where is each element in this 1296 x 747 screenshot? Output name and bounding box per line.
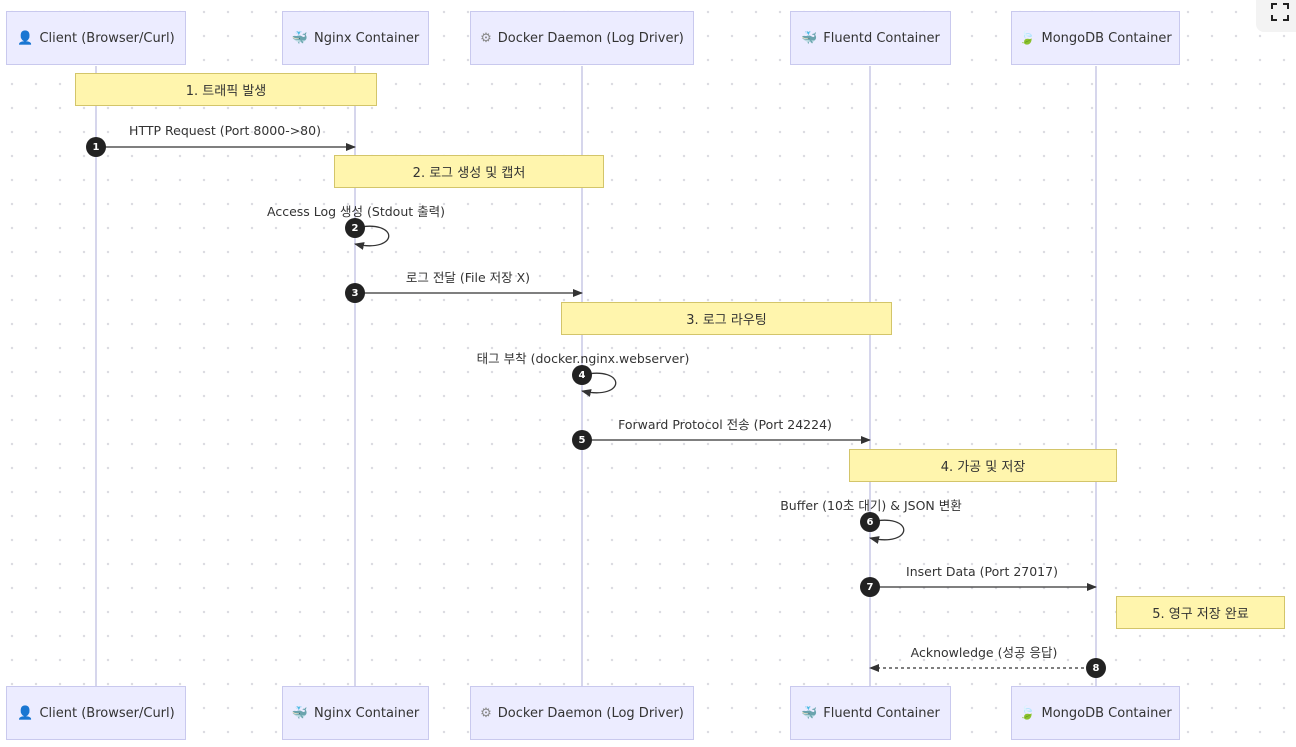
sequence-number-badge: 8	[1086, 658, 1106, 678]
sequence-number-badge: 6	[860, 512, 880, 532]
whale-icon: 🐳	[291, 705, 308, 721]
participant-docker-top: ⚙ Docker Daemon (Log Driver)	[470, 11, 694, 65]
participant-label: MongoDB Container	[1041, 705, 1172, 721]
participant-docker-bottom: ⚙ Docker Daemon (Log Driver)	[470, 686, 694, 740]
message-label: 로그 전달 (File 저장 X)	[405, 270, 531, 285]
participant-fluentd-bottom: 🐳 Fluentd Container	[790, 686, 951, 740]
participant-label: MongoDB Container	[1041, 30, 1172, 46]
message-label: Insert Data (Port 27017)	[906, 564, 1058, 579]
participant-client-top: 👤 Client (Browser/Curl)	[6, 11, 186, 65]
participant-label: Fluentd Container	[823, 30, 940, 46]
participant-label: Docker Daemon (Log Driver)	[497, 30, 684, 46]
sequence-number-badge: 3	[345, 283, 365, 303]
message-arrow-6	[869, 519, 905, 544]
message-label: Forward Protocol 전송 (Port 24224)	[618, 417, 832, 432]
leaf-icon: 🍃	[1019, 705, 1036, 721]
participant-mongodb-top: 🍃 MongoDB Container	[1011, 11, 1180, 65]
message-label: Buffer (10초 대기) & JSON 변환	[780, 498, 962, 513]
whale-icon: 🐳	[291, 30, 308, 46]
note-traffic: 1. 트래픽 발생	[75, 73, 377, 106]
participant-label: Nginx Container	[314, 30, 420, 46]
person-icon: 👤	[17, 705, 34, 721]
person-icon: 👤	[17, 30, 34, 46]
sequence-number-badge: 5	[572, 430, 592, 450]
gear-icon: ⚙	[480, 30, 492, 46]
participant-label: Client (Browser/Curl)	[39, 30, 175, 46]
fullscreen-button[interactable]	[1256, 0, 1296, 32]
message-label: Access Log 생성 (Stdout 출력)	[266, 204, 446, 219]
participant-label: Client (Browser/Curl)	[39, 705, 175, 721]
note-log-routing: 3. 로그 라우팅	[561, 302, 892, 335]
fullscreen-icon	[1271, 3, 1289, 21]
message-label: Acknowledge (성공 응답)	[910, 645, 1058, 660]
participant-fluentd-top: 🐳 Fluentd Container	[790, 11, 951, 65]
sequence-number-badge: 7	[860, 577, 880, 597]
message-arrow-2	[354, 225, 390, 250]
message-label: HTTP Request (Port 8000->80)	[129, 123, 321, 138]
participant-nginx-bottom: 🐳 Nginx Container	[282, 686, 429, 740]
participant-label: Nginx Container	[314, 705, 420, 721]
participant-client-bottom: 👤 Client (Browser/Curl)	[6, 686, 186, 740]
sequence-number-badge: 2	[345, 218, 365, 238]
message-label: 태그 부착 (docker.nginx.webserver)	[476, 351, 690, 366]
message-arrow-4	[581, 372, 617, 397]
participant-label: Fluentd Container	[823, 705, 940, 721]
gear-icon: ⚙	[480, 705, 492, 721]
leaf-icon: 🍃	[1019, 30, 1036, 46]
participant-mongodb-bottom: 🍃 MongoDB Container	[1011, 686, 1180, 740]
participant-nginx-top: 🐳 Nginx Container	[282, 11, 429, 65]
note-log-capture: 2. 로그 생성 및 캡처	[334, 155, 604, 188]
sequence-number-badge: 1	[86, 137, 106, 157]
whale-icon: 🐳	[801, 30, 818, 46]
note-process-store: 4. 가공 및 저장	[849, 449, 1117, 482]
participant-label: Docker Daemon (Log Driver)	[497, 705, 684, 721]
note-persist-done: 5. 영구 저장 완료	[1116, 596, 1285, 629]
sequence-number-badge: 4	[572, 365, 592, 385]
whale-icon: 🐳	[801, 705, 818, 721]
